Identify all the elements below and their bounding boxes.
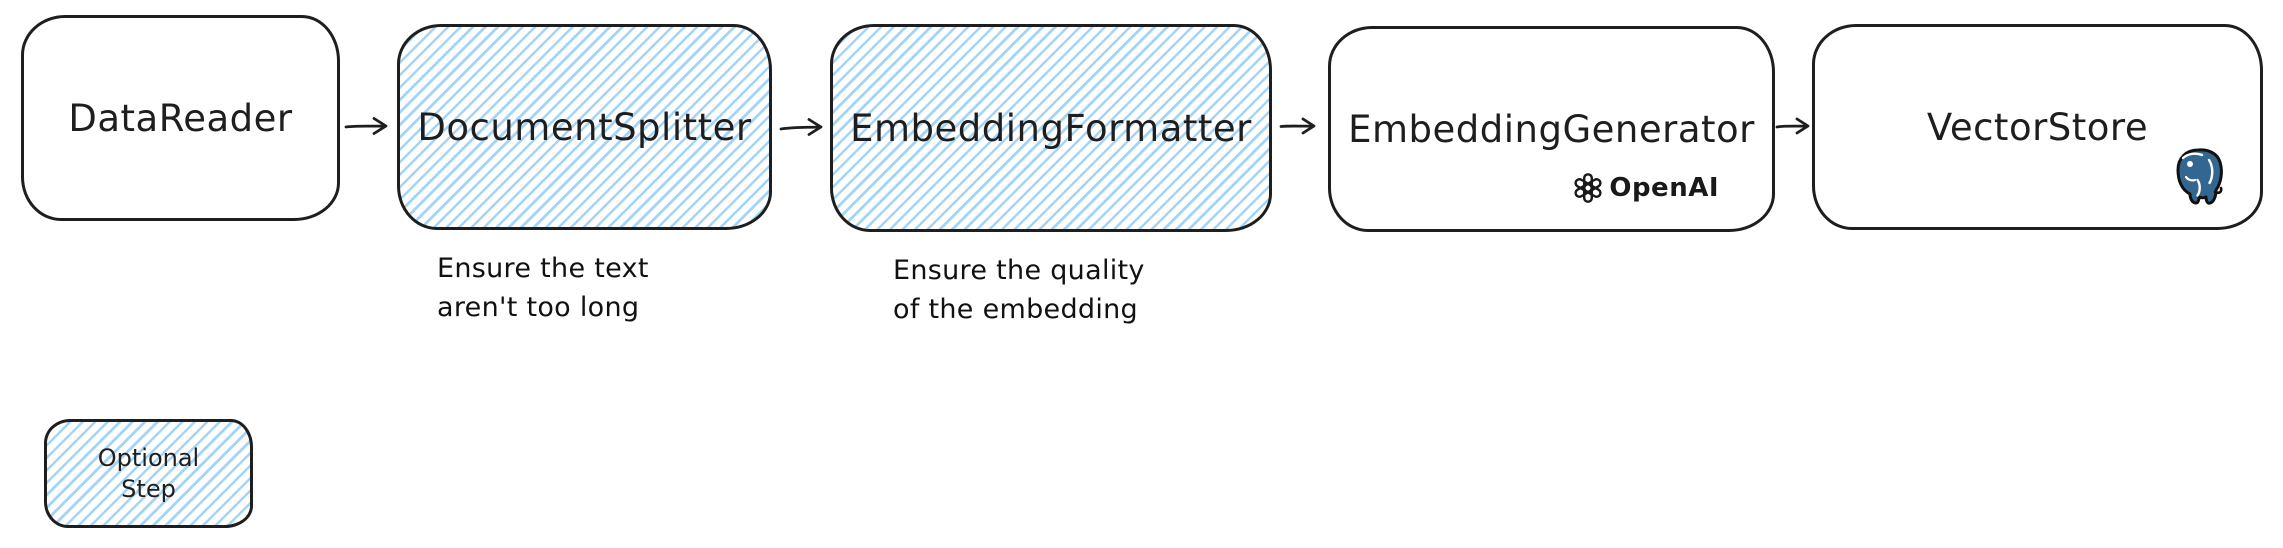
node-label-document-splitter: DocumentSplitter [417,105,752,149]
annotation-line: of the embedding [893,294,1138,325]
annotation-document-splitter: Ensure the text aren't too long [437,249,649,327]
legend-label-line-1: Optional [97,443,200,472]
legend-label-line-2: Step [121,474,176,503]
arrow-document-splitter-to-embedding-formatter [779,118,823,136]
postgresql-badge [2171,147,2227,207]
arrow-embedding-formatter-to-embedding-generator [1279,117,1316,135]
node-embedding-generator: EmbeddingGenerator OpenAI [1328,26,1775,232]
annotation-line: Ensure the text [437,253,649,284]
annotation-line: Ensure the quality [893,255,1145,286]
node-embedding-formatter: EmbeddingFormatter [830,24,1272,232]
node-label-embedding-generator: EmbeddingGenerator [1348,107,1755,151]
legend-optional-step: Optional Step [44,419,253,528]
node-document-splitter: DocumentSplitter [397,24,772,230]
postgresql-elephant-icon [2176,148,2223,205]
openai-badge-label: OpenAI [1609,173,1719,203]
annotation-embedding-formatter: Ensure the quality of the embedding [893,251,1145,329]
node-label-embedding-formatter: EmbeddingFormatter [850,106,1252,150]
annotation-line: aren't too long [437,292,640,323]
node-label-data-reader: DataReader [68,96,293,140]
arrow-embedding-generator-to-vector-store [1775,117,1810,135]
node-label-vector-store: VectorStore [1926,105,2149,149]
openai-badge: OpenAI [1572,172,1719,204]
node-vector-store: VectorStore [1812,24,2263,230]
arrow-data-reader-to-document-splitter [344,117,388,135]
node-data-reader: DataReader [21,15,340,221]
openai-icon [1574,173,1602,203]
